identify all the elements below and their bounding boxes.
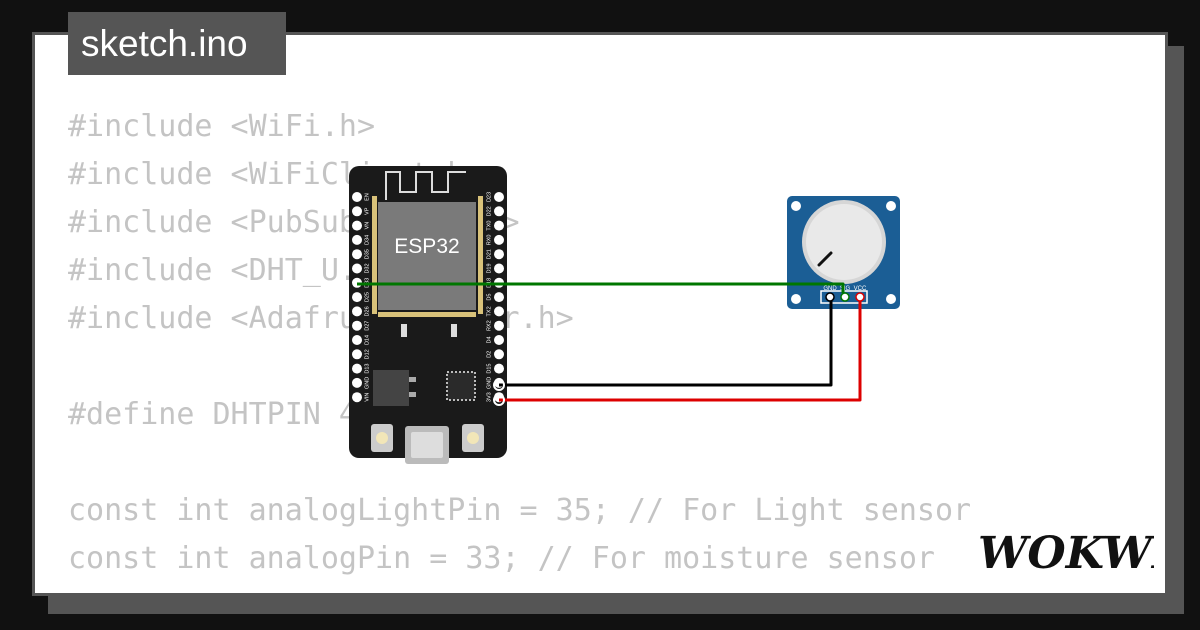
header-pin-right[interactable] [494, 220, 504, 231]
file-tab-label: sketch.ino [81, 23, 248, 64]
header-pin-left[interactable] [352, 392, 362, 403]
header-pin-left[interactable] [352, 263, 362, 274]
pin-label: D15 [486, 364, 492, 374]
header-pin-right[interactable] [494, 234, 504, 245]
header-pin-right[interactable] [494, 320, 504, 331]
header-pin-right[interactable] [494, 363, 504, 374]
reset-button-cap [467, 432, 479, 444]
pin-label: GND [364, 377, 370, 389]
header-pin-left[interactable] [352, 306, 362, 317]
header-pin-right[interactable] [494, 192, 504, 202]
wokwi-logo-text: WOKWI [978, 528, 1154, 576]
pin-label: D25 [364, 292, 370, 302]
knob-indicator [817, 251, 833, 267]
pin-label: D4 [486, 336, 492, 343]
header-pin-left[interactable] [352, 234, 362, 245]
wire-endpoint [493, 394, 505, 406]
header-pin-left[interactable] [352, 349, 362, 360]
pin-label: 3V3 [486, 392, 492, 402]
pin-label: EN [364, 193, 370, 201]
pin-label: D23 [486, 192, 492, 202]
pin-label: TX0 [486, 221, 492, 231]
ground-wire[interactable] [499, 297, 833, 387]
header-pin-right[interactable] [494, 335, 504, 345]
pot-pin-label: GND [823, 286, 837, 292]
pin-label: D13 [364, 364, 370, 374]
pin-label: RX2 [486, 320, 492, 331]
header-pin-right[interactable] [494, 249, 504, 260]
header-pin-left[interactable] [352, 320, 362, 331]
pin-label: VP [364, 207, 370, 215]
usb-port-inner [411, 432, 443, 458]
pot-pin-label: SIG [840, 286, 851, 292]
header-pin-right[interactable] [494, 292, 504, 303]
esp32-chip [378, 202, 476, 310]
pot-pin-sig[interactable] [840, 292, 850, 302]
mounting-hole [791, 201, 801, 211]
pin-label: D27 [364, 321, 370, 331]
pin-label: D5 [486, 294, 492, 301]
pin-label: VIN [364, 393, 370, 402]
esp32-pin-headers: ENVPVND34D35D32D33D25D26D27D14D12D13GNDV… [352, 192, 504, 403]
wokwi-logo: WOKWI [978, 528, 1154, 576]
header-pin-left[interactable] [352, 206, 362, 217]
pin-label: D26 [364, 306, 370, 316]
header-pin-left[interactable] [352, 363, 362, 374]
mounting-hole [886, 294, 896, 304]
pin-label: D35 [364, 249, 370, 259]
pin-label: GND [486, 377, 492, 389]
esp32-chip-label: ESP32 [394, 235, 459, 258]
header-pin-left[interactable] [352, 192, 362, 202]
signal-wire[interactable] [357, 282, 845, 293]
pin-label: D22 [486, 206, 492, 216]
regulator-lead [409, 392, 416, 397]
header-pin-left[interactable] [352, 335, 362, 345]
module-pads [372, 196, 483, 317]
header-pin-right[interactable] [494, 306, 504, 317]
boot-button-cap [376, 432, 388, 444]
pin-label: VN [364, 222, 370, 230]
pot-pin-label: VCC [854, 286, 867, 292]
pin-label: RX0 [486, 235, 492, 246]
power-wire[interactable] [499, 297, 862, 402]
mounting-hole [886, 201, 896, 211]
wire-endpoint [493, 379, 505, 391]
pin-label: D32 [364, 263, 370, 273]
header-pin-left[interactable] [352, 377, 362, 388]
pot-pin-gnd[interactable] [825, 292, 835, 302]
potentiometer-knob[interactable] [806, 204, 882, 280]
header-pin-right[interactable] [494, 206, 504, 217]
pin-label: D2 [486, 351, 492, 358]
esp32-board[interactable]: ESP32 ENVPVND34D35D32D33D25D26D27D14D12D… [349, 166, 507, 464]
wifi-antenna-trace [385, 171, 466, 200]
header-pin-left[interactable] [352, 292, 362, 303]
pin-label: D14 [364, 335, 370, 345]
pin-label: D34 [364, 235, 370, 245]
file-tab[interactable]: sketch.ino [68, 12, 286, 75]
pin-label: D19 [486, 263, 492, 273]
code-card: #include <WiFi.h>#include <WiFiClient.h>… [32, 32, 1168, 596]
header-pin-right[interactable] [494, 263, 504, 274]
header-pin-left[interactable] [352, 249, 362, 260]
voltage-regulator [373, 370, 409, 406]
header-pin-right[interactable] [494, 349, 504, 360]
smd-resistor [401, 324, 407, 337]
pin-label: D12 [364, 349, 370, 359]
usb-uart-chip [446, 371, 476, 401]
pin-label: D21 [486, 249, 492, 259]
code-line: const int moistureVal = 0; // Initial va… [68, 583, 971, 593]
code-line: #include <WiFi.h> [68, 109, 376, 144]
smd-resistor [451, 324, 457, 337]
wires [357, 282, 865, 406]
code-line: const int analogLightPin = 35; // For Li… [68, 493, 972, 528]
header-pin-left[interactable] [352, 220, 362, 231]
pot-pin-vcc[interactable] [855, 292, 865, 302]
mounting-hole [791, 294, 801, 304]
code-line: const int analogPin = 33; // For moistur… [68, 541, 935, 576]
regulator-lead [409, 377, 416, 382]
pin-label: TX2 [486, 306, 492, 316]
